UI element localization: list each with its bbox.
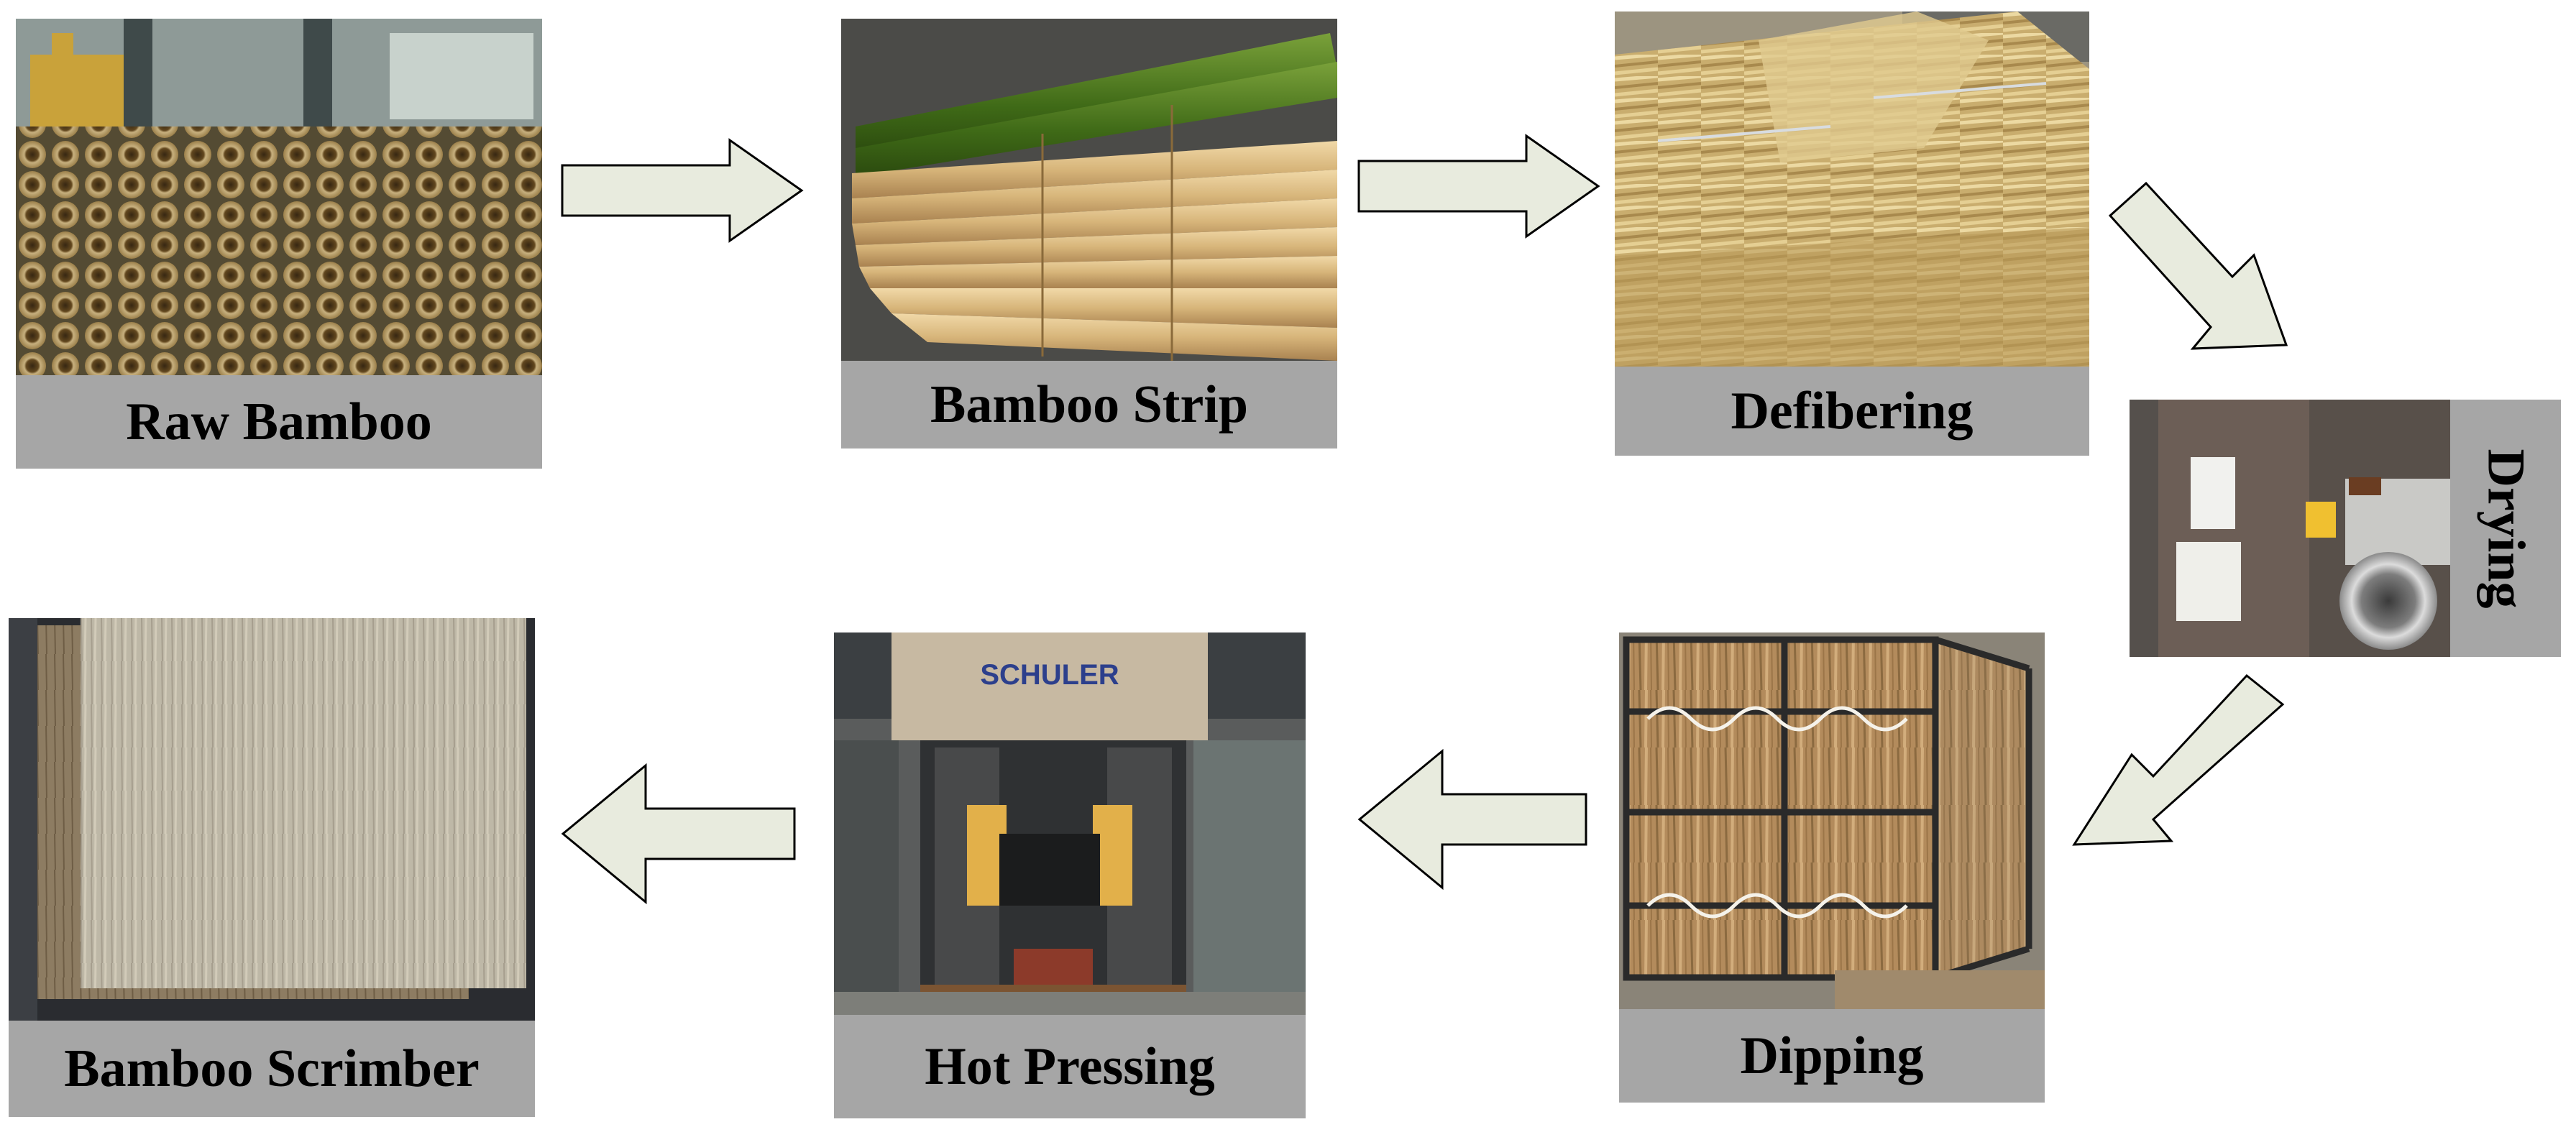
dipping-photo xyxy=(1619,632,2045,1009)
arrow-strip-to-defibering xyxy=(1357,134,1600,239)
drying-photo xyxy=(2130,400,2450,657)
hot-pressing-label: Hot Pressing xyxy=(834,1015,1306,1118)
bamboo-scrimber-photo xyxy=(9,618,535,1021)
bamboo-scrimber-label: Bamboo Scrimber xyxy=(9,1021,535,1117)
defibering-photo xyxy=(1615,12,2089,367)
arrow-pressing-to-scrimber xyxy=(561,763,796,905)
raw-bamboo-photo xyxy=(16,19,542,375)
arrow-dipping-to-pressing xyxy=(1357,748,1587,891)
schuler-brand-text: SCHULER xyxy=(980,659,1119,691)
bamboo-strip-label: Bamboo Strip xyxy=(841,361,1337,448)
defibering-label: Defibering xyxy=(1615,367,2089,456)
hot-pressing-photo: SCHULER xyxy=(834,632,1306,1015)
drying-label: Drying xyxy=(2450,400,2561,657)
arrow-drying-to-dipping xyxy=(2072,673,2285,846)
arrow-defibering-to-drying xyxy=(2108,181,2288,350)
bamboo-strip-photo xyxy=(841,19,1337,361)
dipping-label: Dipping xyxy=(1619,1009,2045,1103)
raw-bamboo-label: Raw Bamboo xyxy=(16,375,542,469)
arrow-raw-to-strip xyxy=(561,138,804,243)
